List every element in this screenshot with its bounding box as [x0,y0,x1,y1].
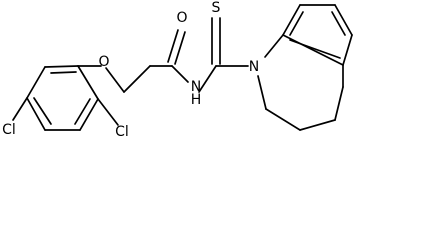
bond [331,11,346,36]
bond [167,29,179,63]
bond [123,65,151,93]
bond [79,98,99,131]
oxygen-atom-label: O [98,54,109,70]
bond [257,75,267,110]
oxygen-atom-label: O [176,10,187,26]
bond [282,4,301,36]
nitrogen-atom-label: N [191,79,201,95]
sulfur-atom-label: S [212,0,221,16]
bond [105,67,125,93]
bond [97,98,119,126]
bond [33,97,52,125]
bond [264,34,284,58]
bond [265,108,301,131]
bond [174,31,186,65]
bond [12,97,28,121]
chlorine-atom-label: Cl [115,124,129,140]
bond-lines [12,4,353,131]
hydrogen-atom-label: H [191,92,202,108]
chlorine-atom-label: Cl [2,122,16,138]
bond [44,65,79,68]
bond [26,66,46,99]
bond [74,98,91,125]
chemical-structure-diagram: Cl Cl O O N H S N [2,0,353,140]
bond [282,34,344,66]
bond [26,97,46,131]
bond [334,86,344,121]
bond [77,65,99,100]
bond [289,11,304,36]
atom-labels: Cl Cl O O N H S N [2,0,259,140]
nitrogen-atom-label: N [249,59,259,75]
bond [289,39,341,59]
bond [50,71,77,74]
bond [342,34,353,66]
bond [299,119,336,131]
bond [198,65,217,93]
bond [334,4,353,36]
bond [171,65,189,83]
